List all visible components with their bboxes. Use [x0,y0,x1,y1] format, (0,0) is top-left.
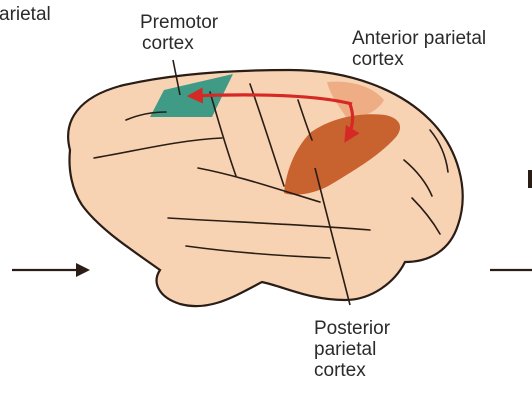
premotor-line-2: cortex [142,33,218,54]
left-arrow-head [76,263,90,277]
premotor-cortex-label: Premotor cortex [140,12,218,54]
right-edge-mark [528,170,532,188]
clipped-parietal-label: arietal [0,4,51,25]
posterior-parietal-cortex-label: Posterior parietal cortex [314,318,390,381]
anterior-parietal-line-1: Anterior parietal [352,28,486,49]
posterior-parietal-line-1: Posterior [314,318,390,339]
anterior-parietal-line-2: cortex [352,49,486,70]
clipped-parietal-text: arietal [0,4,51,25]
posterior-parietal-line-2: parietal [314,339,390,360]
posterior-parietal-line-3: cortex [314,360,390,381]
brain-outline [68,70,462,306]
anterior-parietal-cortex-label: Anterior parietal cortex [352,28,486,70]
premotor-line-1: Premotor [140,12,218,33]
